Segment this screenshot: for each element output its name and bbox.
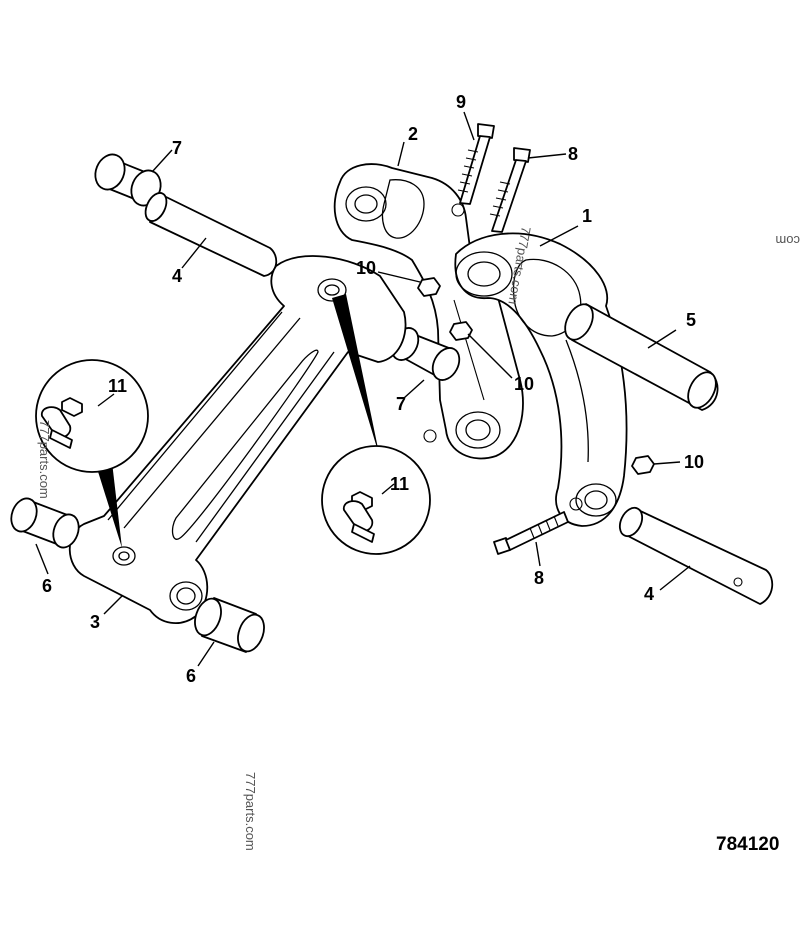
callout-10-left: 10 [356, 258, 376, 278]
callout-8-lower: 8 [534, 568, 544, 588]
callout-6-left: 6 [42, 576, 52, 596]
watermark-com: com [775, 233, 800, 248]
callout-10-right: 10 [684, 452, 704, 472]
part-4-pin-lower [618, 506, 774, 605]
part-5-pin [564, 303, 719, 411]
watermark-left: 777parts.com [37, 420, 52, 499]
part-10-nut [417, 277, 655, 475]
drawing-number: 784120 [716, 834, 780, 855]
part-7-bushing [94, 153, 461, 381]
part-2-link-bracket [333, 163, 524, 460]
part-3-frame [68, 255, 407, 624]
watermark-bottom: 777parts.com [243, 772, 258, 851]
callout-2: 2 [408, 124, 418, 144]
callout-7-lower: 7 [396, 394, 406, 414]
callout-9: 9 [456, 92, 466, 112]
callout-4-upper: 4 [172, 266, 182, 286]
detail-circle-11-right [321, 294, 431, 555]
callout-7-upper: 7 [172, 138, 182, 158]
callout-8-upper: 8 [568, 144, 578, 164]
callout-labels: 1 2 3 4 4 5 6 6 7 7 8 8 9 10 10 10 11 11 [42, 92, 704, 686]
callout-11-left: 11 [108, 376, 127, 396]
part-8-bolt-lower [493, 511, 569, 555]
detail-circle-11-left [35, 359, 149, 548]
callout-5: 5 [686, 310, 696, 330]
leader-lines [35, 111, 691, 667]
callout-6-right: 6 [186, 666, 196, 686]
part-4-pin-upper [144, 192, 278, 277]
callout-10-middle: 10 [514, 374, 534, 394]
part-6-bushing [10, 497, 265, 653]
callout-3: 3 [90, 612, 100, 632]
part-9-bolt [457, 123, 495, 205]
callout-1: 1 [582, 206, 592, 226]
callout-4-lower: 4 [644, 584, 654, 604]
part-8-bolt-upper [489, 147, 531, 233]
callout-11-right: 11 [390, 474, 409, 494]
